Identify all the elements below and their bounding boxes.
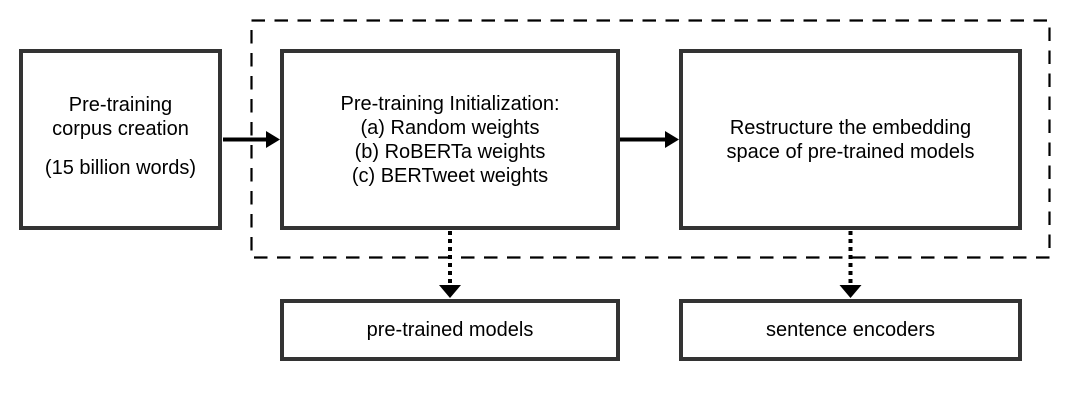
arrowhead-down-icon [839, 285, 862, 298]
pretraining-initialization-box: Pre-training Initialization: (a) Random … [280, 49, 620, 230]
sentence-encoders-label: sentence encoders [765, 319, 935, 341]
arrowhead-down-icon [439, 285, 461, 298]
corpus-creation-box: Pre-training corpus creation (15 billion… [19, 49, 222, 230]
arrow-restructure-to-encoders [839, 231, 862, 298]
pretraining-initialization-label: Pre-training Initialization: (a) Random … [340, 92, 560, 187]
arrowhead-right-icon [266, 131, 280, 148]
arrow-init-to-restructure [620, 131, 679, 148]
arrow-corpus-to-init [223, 131, 280, 148]
pretrained-models-box: pre-trained models [280, 299, 620, 361]
pretrained-models-label: pre-trained models [366, 319, 534, 341]
corpus-creation-label: Pre-training corpus creation [52, 94, 189, 140]
corpus-size-label: (15 billion words) [44, 157, 197, 179]
dashed-container-rect [250, 19, 1051, 259]
arrow-init-to-pretrained [439, 231, 461, 298]
sentence-encoders-box: sentence encoders [679, 299, 1022, 361]
restructure-embedding-box: Restructure the embedding space of pre-t… [679, 49, 1022, 230]
restructure-embedding-label: Restructure the embedding space of pre-t… [726, 116, 975, 163]
arrowhead-right-icon [665, 131, 679, 148]
